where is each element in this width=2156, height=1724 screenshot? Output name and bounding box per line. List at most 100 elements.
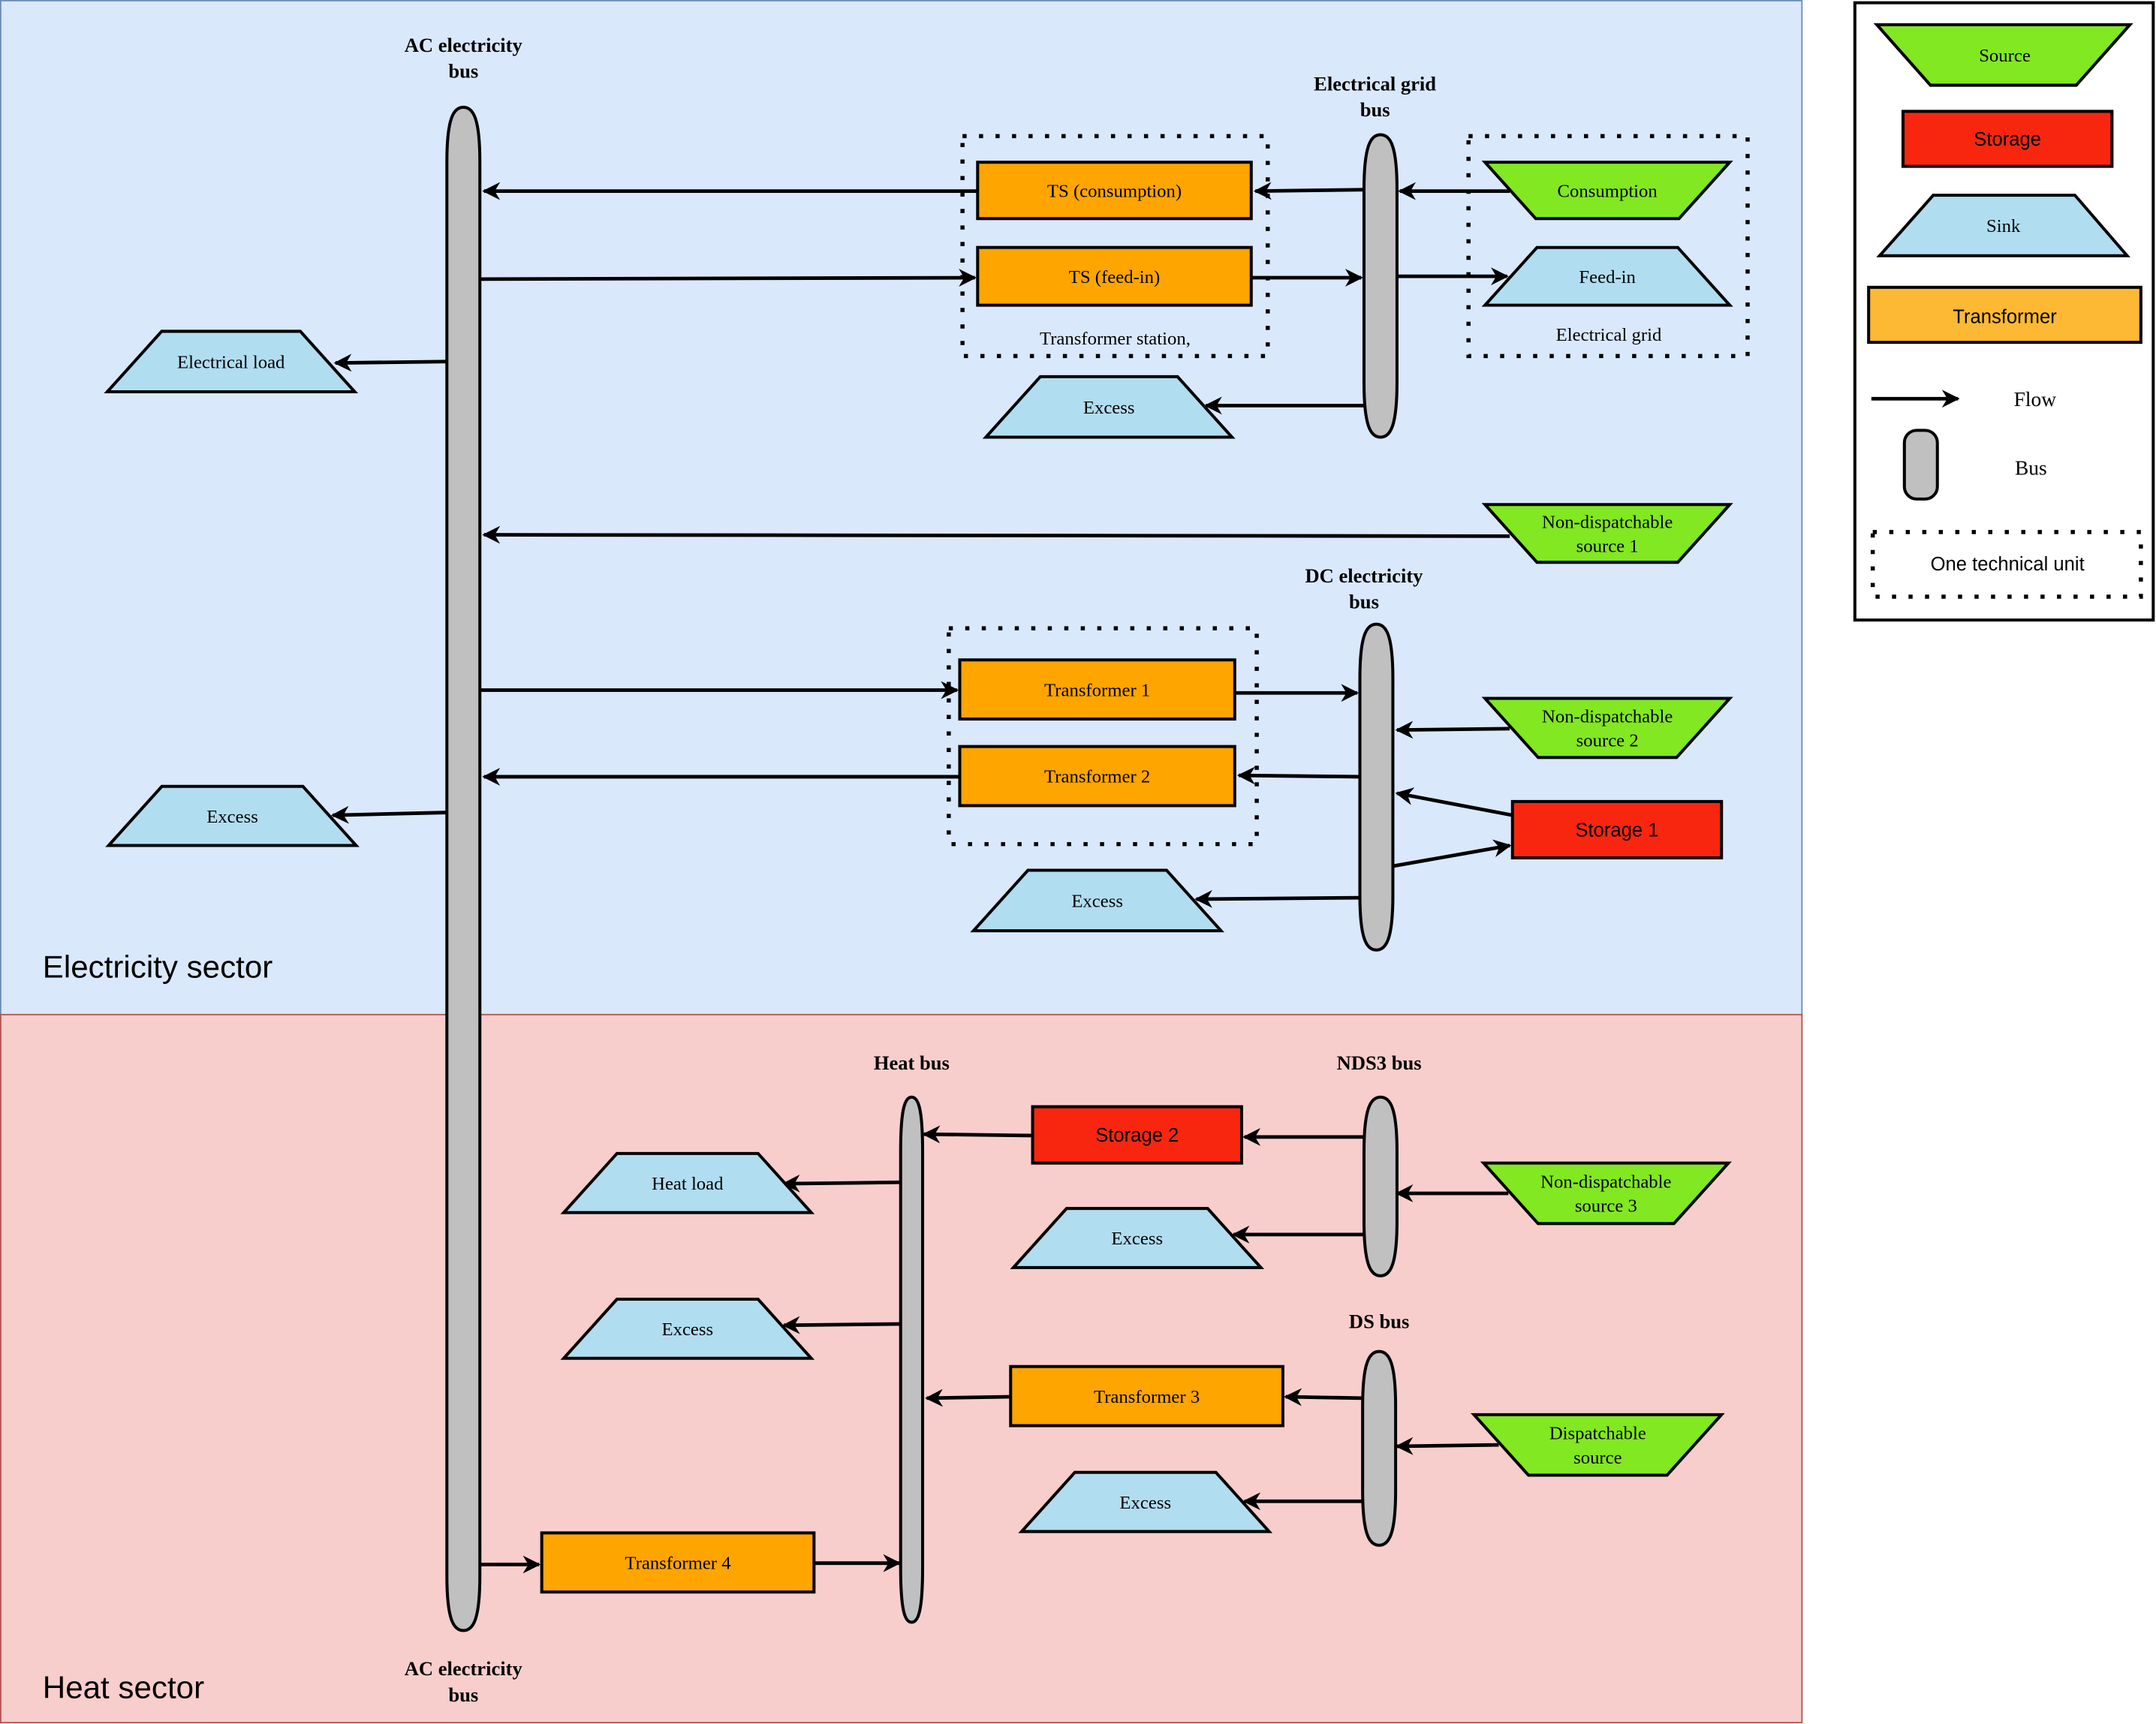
nds3-bus[interactable] bbox=[1362, 1095, 1399, 1277]
label-line: source 2 bbox=[1576, 731, 1639, 751]
transformer-1[interactable] bbox=[958, 658, 1236, 721]
feedin-sink[interactable] bbox=[1481, 245, 1733, 307]
legend-flow-label: Flow bbox=[2014, 388, 2057, 411]
electrical-grid-caption: Electrical grid bbox=[1556, 325, 1662, 345]
label-line: AC electricity bbox=[405, 1657, 523, 1680]
nds2-source[interactable] bbox=[1481, 697, 1733, 760]
label-line: Excess bbox=[206, 807, 258, 827]
excess-nds3-sink[interactable] bbox=[1010, 1207, 1265, 1269]
flow-heat-bus-to-heat-load bbox=[781, 1174, 901, 1193]
flow-dispatchable-to-ds-bus bbox=[1395, 1437, 1499, 1455]
nds3-bus-title: NDS3 bus bbox=[1337, 1052, 1422, 1074]
ts-feedin[interactable] bbox=[976, 245, 1253, 307]
heat-load-sink-label: Heat load bbox=[652, 1174, 724, 1194]
label-line: Flow bbox=[2014, 388, 2057, 411]
flow-storage-1-to-dc bbox=[1395, 787, 1513, 817]
transformer-4[interactable] bbox=[540, 1531, 816, 1594]
ts-consumption-label: TS (consumption) bbox=[1047, 181, 1182, 201]
flow-nds2-to-dc bbox=[1395, 721, 1510, 739]
excess-dc-sink[interactable] bbox=[970, 868, 1225, 933]
excess-nds3-sink-label: Excess bbox=[1111, 1229, 1163, 1249]
electrical-load-sink[interactable] bbox=[104, 329, 359, 394]
ts-consumption[interactable] bbox=[976, 161, 1253, 221]
flow-grid-to-ts-consumption bbox=[1253, 182, 1365, 200]
electrical-load-sink-label: Electrical load bbox=[177, 352, 285, 372]
excess-ac-sink[interactable] bbox=[105, 784, 360, 847]
feedin-sink-label: Feed-in bbox=[1579, 267, 1636, 287]
nds1-source[interactable] bbox=[1481, 503, 1733, 564]
consumption-source[interactable] bbox=[1481, 161, 1733, 221]
flow-storage-2-to-heat-bus bbox=[922, 1125, 1033, 1144]
dc-transformer-unit bbox=[947, 626, 1259, 847]
label-line: Consumption bbox=[1558, 181, 1658, 201]
nds2-source-label: Non-dispatchable source 2 bbox=[1542, 706, 1673, 751]
nds3-source-label: Non-dispatchable source 3 bbox=[1540, 1172, 1671, 1217]
excess-ds-sink-label: Excess bbox=[1119, 1493, 1171, 1513]
legend-sink-label: Sink bbox=[1986, 216, 2021, 236]
label-line: Transformer 4 bbox=[625, 1553, 730, 1573]
label-line: bus bbox=[1349, 591, 1379, 613]
label-line: Excess bbox=[1119, 1493, 1171, 1513]
label-line: Storage bbox=[1974, 129, 2041, 150]
transformer-2-label: Transformer 2 bbox=[1044, 767, 1150, 787]
label-line: Excess bbox=[1071, 891, 1123, 911]
label-line: source 3 bbox=[1575, 1196, 1637, 1217]
legend-transformer-label: Transformer bbox=[1953, 306, 2057, 327]
electricity-sector-title: Electricity sector bbox=[43, 949, 273, 984]
legend-unit-label: One technical unit bbox=[1931, 554, 2085, 575]
label-line: Excess bbox=[661, 1319, 713, 1340]
label-line: Heat load bbox=[652, 1174, 724, 1194]
flow-heat-bus-to-excess bbox=[781, 1316, 901, 1334]
flow-ac-to-electrical-load bbox=[333, 354, 447, 372]
ds-bus-title: DS bus bbox=[1349, 1310, 1409, 1333]
transformer-3[interactable] bbox=[1009, 1364, 1284, 1428]
transformer-2[interactable] bbox=[958, 745, 1236, 808]
heat-bus[interactable] bbox=[899, 1095, 925, 1624]
label-line: Heat sector bbox=[43, 1669, 204, 1704]
legend-unit-swatch bbox=[1870, 530, 2143, 599]
electrical-grid-bus[interactable] bbox=[1362, 133, 1399, 439]
label-line: Bus bbox=[2015, 456, 2047, 479]
dispatchable-source[interactable] bbox=[1470, 1413, 1725, 1477]
nds3-source[interactable] bbox=[1480, 1161, 1732, 1226]
label-line: NDS3 bus bbox=[1337, 1052, 1422, 1074]
legend-bus-label: Bus bbox=[2015, 456, 2047, 479]
excess-dc-sink-label: Excess bbox=[1071, 891, 1123, 911]
excess-ac-sink-label: Excess bbox=[206, 807, 258, 827]
storage-2[interactable] bbox=[1031, 1105, 1243, 1165]
flow-nds1-to-ac bbox=[482, 525, 1510, 544]
flow-dc-to-storage-1 bbox=[1393, 839, 1512, 868]
transformer-1-label: Transformer 1 bbox=[1044, 680, 1150, 700]
excess-heat-sink[interactable] bbox=[560, 1297, 815, 1360]
label-line: Storage 1 bbox=[1575, 820, 1658, 841]
flow-dc-to-excess bbox=[1194, 889, 1360, 908]
label-line: Source bbox=[1979, 46, 2031, 66]
label-line: Transformer bbox=[1953, 306, 2057, 327]
label-line: DC electricity bbox=[1305, 564, 1423, 587]
dc-bus-title: DC electricity bus bbox=[1305, 564, 1423, 613]
label-line: Storage 2 bbox=[1095, 1125, 1179, 1146]
dc-electricity-bus[interactable] bbox=[1358, 622, 1395, 952]
label-line: Transformer 1 bbox=[1044, 680, 1150, 700]
excess-grid-sink[interactable] bbox=[982, 375, 1236, 439]
flow-ds-bus-to-transformer-3 bbox=[1284, 1388, 1365, 1407]
excess-ds-sink[interactable] bbox=[1018, 1470, 1273, 1533]
label-line: DS bus bbox=[1349, 1310, 1409, 1333]
label-line: Excess bbox=[1083, 398, 1135, 418]
storage-1[interactable] bbox=[1510, 799, 1724, 860]
ds-bus[interactable] bbox=[1361, 1349, 1398, 1547]
label-line: TS (feed-in) bbox=[1069, 267, 1160, 287]
heat-load-sink[interactable] bbox=[560, 1151, 815, 1214]
label-line: Electrical grid bbox=[1556, 325, 1662, 345]
label-line: Non-dispatchable bbox=[1542, 512, 1673, 532]
ac-electricity-bus[interactable] bbox=[445, 105, 482, 1632]
flow-transformer-3-to-heat-bus bbox=[925, 1389, 1011, 1407]
label-line: Non-dispatchable bbox=[1540, 1172, 1671, 1193]
label-line: Electricity sector bbox=[43, 949, 273, 984]
storage-2-label: Storage 2 bbox=[1095, 1125, 1179, 1146]
label-line: Non-dispatchable bbox=[1542, 706, 1673, 727]
legend-sink-swatch bbox=[1876, 194, 2130, 257]
label-line: source bbox=[1573, 1448, 1622, 1468]
